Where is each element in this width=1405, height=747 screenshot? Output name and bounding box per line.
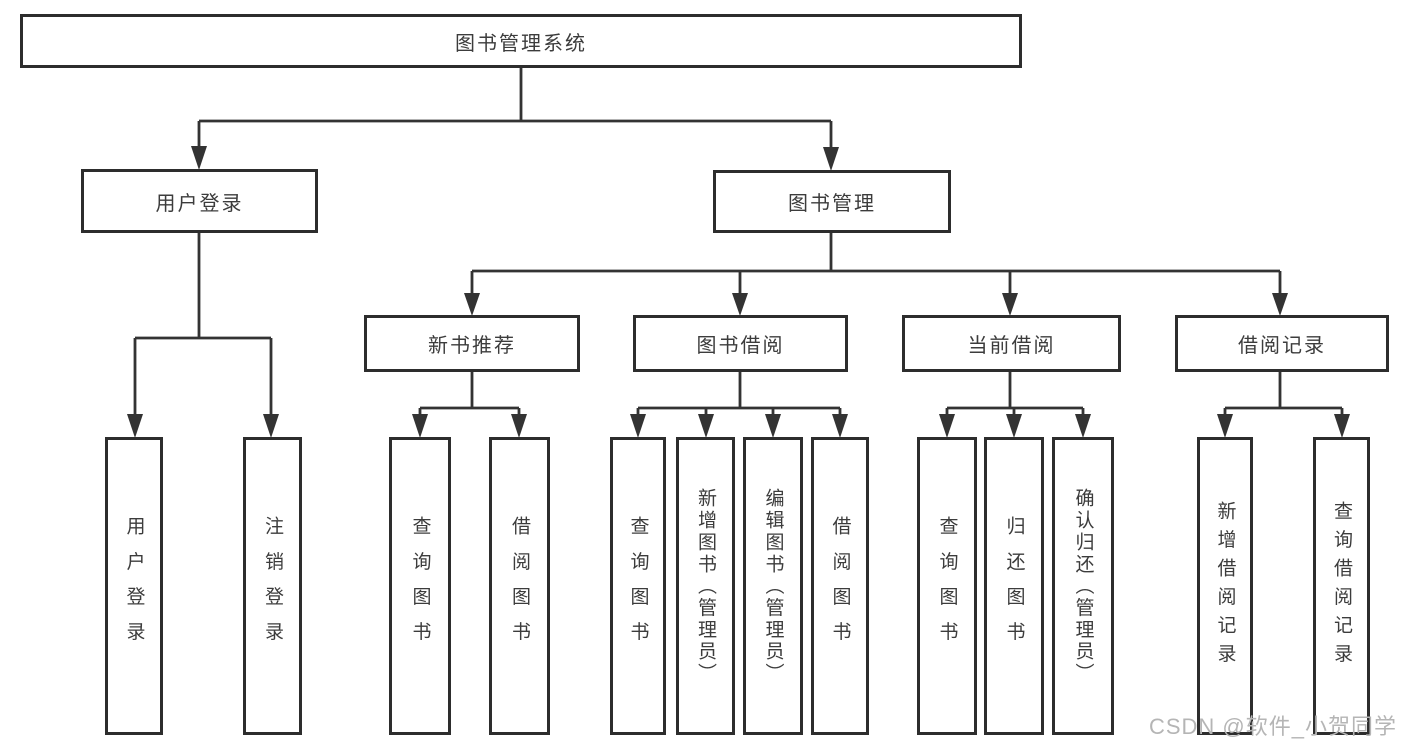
leaf-recommend-query-books: 查询图书 — [389, 437, 451, 735]
leaf-br-query-record: 查询借阅记录 — [1313, 437, 1370, 735]
leaf-label: 注销登录 — [262, 515, 283, 657]
leaf-br-add-record: 新增借阅记录 — [1197, 437, 1253, 735]
leaf-label: 确认归还（管理员） — [1072, 487, 1094, 685]
leaf-bb-edit-books-admin: 编辑图书（管理员） — [743, 437, 803, 735]
node-current-borrow: 当前借阅 — [902, 315, 1121, 372]
leaf-cb-query-books: 查询图书 — [917, 437, 977, 735]
leaf-label: 新增借阅记录 — [1214, 500, 1236, 672]
leaf-cb-return-books: 归还图书 — [984, 437, 1044, 735]
leaf-label: 查询图书 — [627, 515, 649, 657]
leaf-label: 查询借阅记录 — [1331, 500, 1352, 672]
node-borrow-records: 借阅记录 — [1175, 315, 1389, 372]
leaf-recommend-borrow-books: 借阅图书 — [489, 437, 550, 735]
leaf-label: 归还图书 — [1003, 515, 1025, 657]
leaf-label: 借阅图书 — [829, 515, 851, 657]
node-book-management: 图书管理 — [713, 170, 951, 233]
leaf-label: 借阅图书 — [509, 515, 530, 657]
node-book-borrow: 图书借阅 — [633, 315, 848, 372]
node-root: 图书管理系统 — [20, 14, 1022, 68]
leaf-label: 新增图书（管理员） — [695, 487, 716, 685]
leaf-label: 查询图书 — [409, 515, 431, 657]
leaf-label: 查询图书 — [936, 515, 958, 657]
node-user-login: 用户登录 — [81, 169, 318, 233]
leaf-bb-query-books: 查询图书 — [610, 437, 666, 735]
leaf-user-login: 用户登录 — [105, 437, 163, 735]
leaf-logout: 注销登录 — [243, 437, 302, 735]
leaf-bb-borrow-books: 借阅图书 — [811, 437, 869, 735]
node-new-book-recommend: 新书推荐 — [364, 315, 580, 372]
leaf-label: 用户登录 — [123, 515, 145, 657]
leaf-cb-confirm-return-admin: 确认归还（管理员） — [1052, 437, 1114, 735]
watermark: CSDN @软件_小贺同学 — [1148, 714, 1397, 739]
leaf-label: 编辑图书（管理员） — [762, 487, 784, 685]
leaf-bb-add-books-admin: 新增图书（管理员） — [676, 437, 735, 735]
